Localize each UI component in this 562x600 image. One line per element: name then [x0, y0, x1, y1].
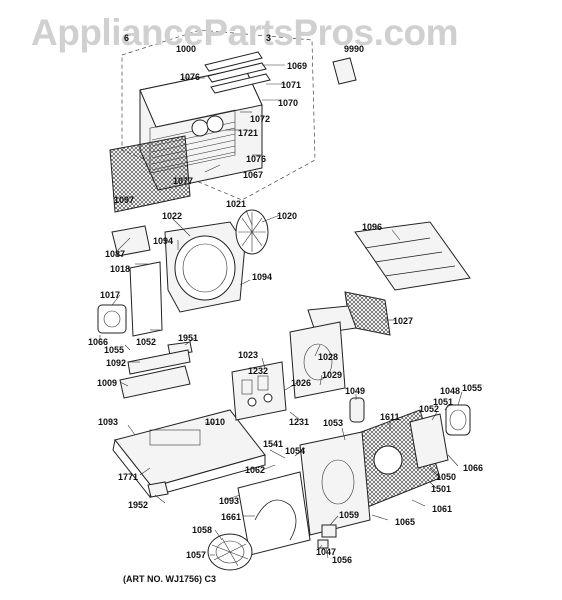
- callout-label: 1049: [345, 386, 366, 396]
- callout-label: 1094: [153, 236, 174, 246]
- clip-part: [321, 524, 337, 538]
- callout-label: 1097: [114, 195, 135, 205]
- callout-label: 1021: [226, 199, 247, 209]
- callout-label: 1052: [419, 404, 440, 414]
- callout-label: 1061: [432, 504, 453, 514]
- callout-label: 1029: [322, 370, 343, 380]
- callout-label: 1028: [318, 352, 339, 362]
- callout-label: 1022: [162, 211, 183, 221]
- callout-label: 1023: [238, 350, 259, 360]
- fan-shroud-part: [164, 221, 246, 313]
- callout-label: 1231: [289, 417, 310, 427]
- scroll-housing-part: [237, 471, 311, 556]
- top-cover-part: [354, 221, 471, 291]
- callout-label: 1057: [186, 550, 207, 560]
- callout-label: 1055: [462, 383, 483, 393]
- callout-label: 1009: [97, 378, 118, 388]
- callout-label: 1017: [100, 290, 121, 300]
- callout-label: 1771: [118, 472, 139, 482]
- callout-label: 1051: [433, 397, 454, 407]
- callout-label: 1087: [105, 249, 126, 259]
- callout-label: 1067: [243, 170, 264, 180]
- callout-label: 1076: [180, 72, 201, 82]
- callout-label: 1052: [136, 337, 157, 347]
- insulation-pad-part: [127, 349, 191, 375]
- callout-label: 1010: [205, 417, 226, 427]
- callout-label: 1094: [252, 272, 273, 282]
- condenser-shroud-part: [299, 431, 371, 536]
- art-number-caption: (ART NO. WJ1756) C3: [123, 574, 217, 584]
- fan-motor-part: [409, 404, 471, 469]
- louver-set-part: [204, 51, 271, 94]
- callout-label: 1096: [362, 222, 383, 232]
- leader-lines: [99, 64, 463, 559]
- callout-label: 1056: [332, 555, 353, 565]
- owners-manual-part: [332, 57, 357, 85]
- condenser-fan-blade-part: [207, 533, 253, 571]
- callout-label: 1050: [436, 472, 457, 482]
- drain-pan-seal-part: [119, 365, 191, 399]
- hose-part: [317, 539, 329, 549]
- front-cabinet-part: [139, 67, 263, 191]
- callout-label: 1058: [192, 525, 213, 535]
- callout-label: 1541: [263, 439, 284, 449]
- callout-label: 1053: [323, 418, 344, 428]
- callout-label: 1066: [463, 463, 484, 473]
- callout-label: 1026: [291, 378, 312, 388]
- callout-label: 1047: [316, 547, 337, 557]
- callout-label: 9990: [344, 44, 365, 54]
- callout-label: 1070: [278, 98, 299, 108]
- callout-label: 1072: [250, 114, 271, 124]
- callout-label: 1076: [246, 154, 267, 164]
- callout-label: 1501: [431, 484, 452, 494]
- callout-label: 1055: [104, 345, 125, 355]
- callout-label: 1952: [128, 500, 149, 510]
- callout-label: 1000: [176, 44, 197, 54]
- callout-label: 1018: [110, 264, 131, 274]
- callout-label: 1066: [88, 337, 109, 347]
- blower-wheel-part: [235, 209, 269, 255]
- callout-label: 1093: [219, 496, 240, 506]
- callout-label: 1062: [245, 465, 266, 475]
- callout-label: 1069: [287, 61, 308, 71]
- callout-label: 1951: [178, 333, 199, 343]
- callout-label: 1027: [393, 316, 414, 326]
- callout-label: 1077: [173, 176, 194, 186]
- callout-label: 6: [124, 33, 130, 43]
- callout-label: 1611: [380, 412, 400, 422]
- callout-label: 1054: [285, 446, 306, 456]
- callout-label: 1059: [339, 510, 360, 520]
- air-filter-part: [109, 135, 191, 213]
- callout-label: 1721: [238, 128, 259, 138]
- callout-label: 3: [266, 33, 272, 43]
- watermark-text: AppliancePartsPros.com: [31, 12, 458, 53]
- callout-label: 1232: [248, 366, 269, 376]
- capacitor-part: [349, 397, 365, 423]
- callout-label: 1071: [281, 80, 302, 90]
- callout-label: 1093: [98, 417, 119, 427]
- control-panel-part: [231, 361, 287, 421]
- base-pan-part: [112, 409, 266, 499]
- callout-label: 1092: [106, 358, 127, 368]
- callout-label: 1020: [277, 211, 298, 221]
- callout-label: 1661: [221, 512, 242, 522]
- callout-label: 1048: [440, 386, 461, 396]
- callout-label: 1065: [395, 517, 416, 527]
- bracket-small-part: [147, 481, 169, 498]
- partition-panel-part: [289, 321, 346, 399]
- motor-bracket-part: [97, 225, 163, 337]
